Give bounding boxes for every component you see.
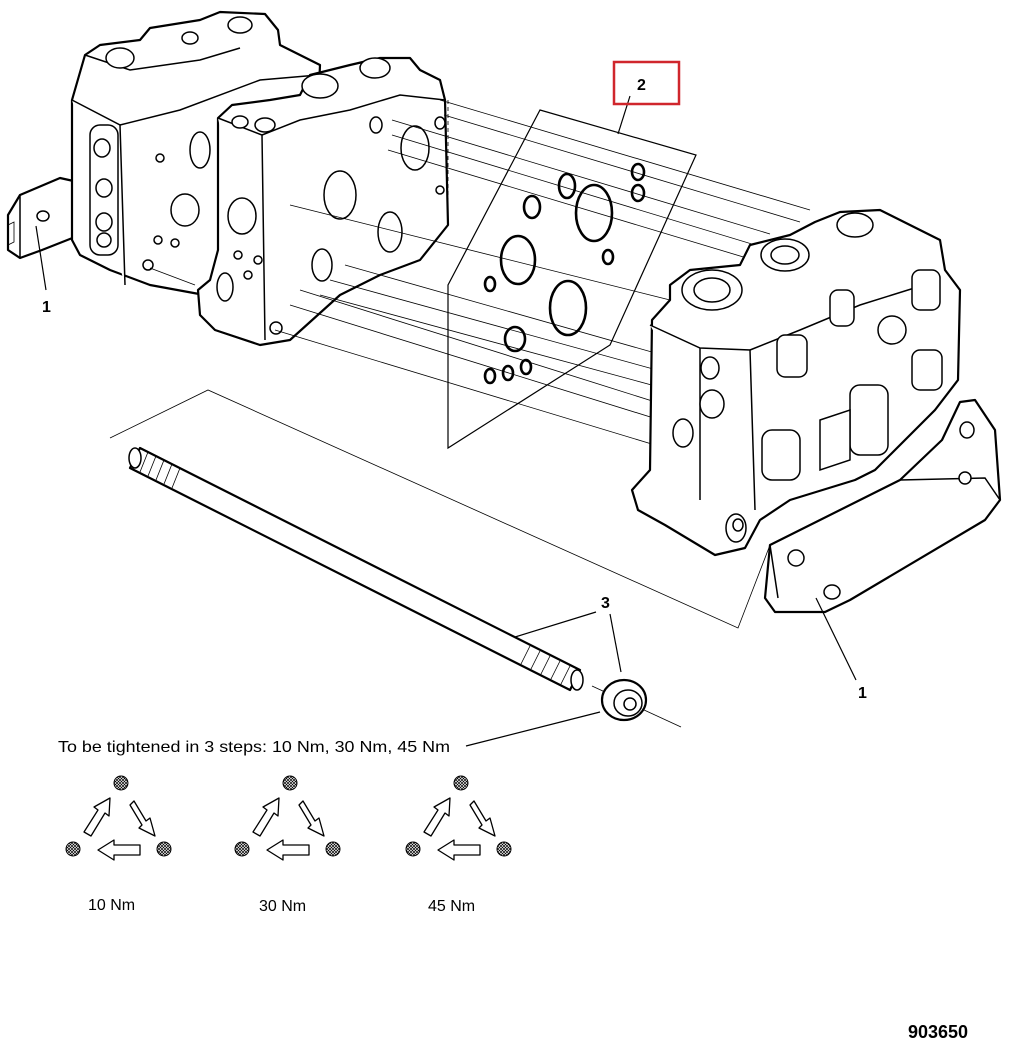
alignment-lines — [149, 99, 811, 446]
right-mounting-bracket — [763, 398, 1002, 614]
arrow-left-icon — [266, 839, 310, 861]
bolt-right-icon — [325, 841, 341, 857]
tie-rod — [128, 446, 584, 692]
valve-section-right — [630, 208, 962, 557]
arrow-left-icon — [437, 839, 481, 861]
nut — [600, 678, 648, 722]
callout-2-highlight-box — [612, 60, 681, 106]
left-mounting-bracket — [6, 176, 82, 260]
figure-number: 903650 — [908, 1022, 968, 1042]
callout-2-seal-kit: 2 — [612, 60, 681, 106]
callout-2-label: 2 — [637, 77, 646, 94]
arrow-left-icon — [97, 839, 141, 861]
arrow-down-right-icon — [469, 800, 496, 837]
callout-3-label: 3 — [601, 595, 610, 612]
tightening-sequence-step-2 — [234, 775, 341, 861]
arrow-up-right-icon — [252, 797, 280, 837]
valve-section-front-left — [196, 56, 450, 347]
step-2-label: 30 Nm — [259, 898, 306, 915]
tightening-sequence-step-3 — [405, 775, 512, 861]
callout-1-right-label: 1 — [858, 685, 867, 702]
callout-1-left-label: 1 — [42, 299, 51, 316]
bolt-top-icon — [453, 775, 469, 791]
tightening-sequence-step-1 — [65, 775, 172, 861]
arrow-up-right-icon — [423, 797, 451, 837]
callout-leaders — [35, 225, 857, 747]
bolt-top-icon — [282, 775, 298, 791]
valve-section-rear — [70, 10, 322, 302]
bolt-left-icon — [405, 841, 421, 857]
seal-kit-plane — [447, 95, 697, 450]
arrow-down-right-icon — [129, 800, 156, 837]
arrow-down-right-icon — [298, 800, 325, 837]
step-1-label: 10 Nm — [88, 897, 135, 914]
bolt-top-icon — [113, 775, 129, 791]
tightening-instruction: To be tightened in 3 steps: 10 Nm, 30 Nm… — [58, 739, 450, 756]
bolt-right-icon — [496, 841, 512, 857]
step-3-label: 45 Nm — [428, 898, 475, 915]
arrow-up-right-icon — [83, 797, 111, 837]
bolt-right-icon — [156, 841, 172, 857]
bolt-left-icon — [234, 841, 250, 857]
bolt-left-icon — [65, 841, 81, 857]
